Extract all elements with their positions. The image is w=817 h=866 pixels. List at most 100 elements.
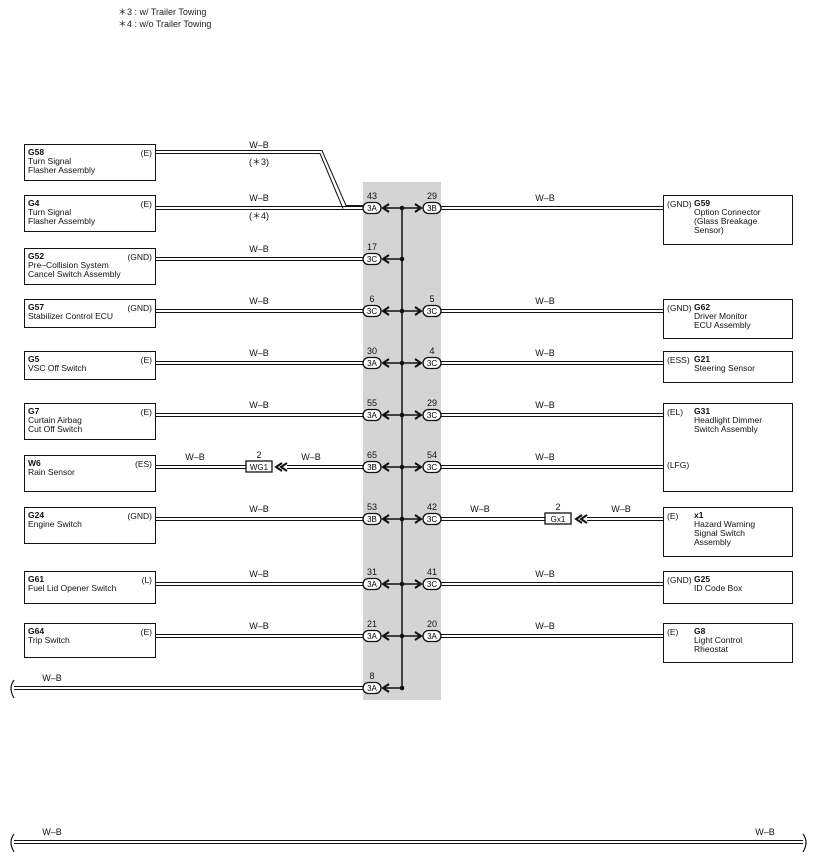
component-g64: G64 Trip Switch (E) [24, 623, 156, 658]
connector-left-3a-label: 3A [367, 411, 377, 420]
component-pin: (GND) [667, 199, 692, 209]
component-code: G7 [28, 406, 40, 416]
break-mark [802, 833, 807, 853]
wire-color-label: W–B [535, 400, 555, 410]
component-code: W6 [28, 458, 41, 468]
connector-left-3a-shape [362, 681, 382, 695]
wire-color-label: W–B [249, 244, 269, 254]
component-name: Light Control Rheostat [694, 635, 743, 654]
component-code: G52 [28, 251, 45, 261]
component-g8: (E) G8 Light Control Rheostat [663, 623, 793, 663]
connector-right-3c-label: 3C [427, 359, 437, 368]
connector-left-3a-label: 3A [367, 684, 377, 693]
component-name: Option Connector (Glass Breakage Sensor) [694, 207, 761, 235]
component-code: G25 [694, 574, 711, 584]
component-pin: (ES) [135, 459, 152, 469]
pin-number-left: 55 [367, 398, 377, 408]
component-name: Pre–Collision System Cancel Switch Assem… [28, 260, 121, 279]
arrow-right [414, 631, 423, 641]
arrow-left [274, 462, 283, 472]
wire-color-label: W–B [535, 296, 555, 306]
connector-left-3a-shape [362, 408, 382, 422]
connector-right-3c-label: 3C [427, 411, 437, 420]
arrow-right [414, 203, 423, 213]
pin-number-right: 41 [427, 567, 437, 577]
pin-number-right: 54 [427, 450, 437, 460]
connector-left-3a: 3A [362, 629, 382, 643]
arrow-right [414, 514, 423, 524]
inline-connector-label: WG1 [250, 463, 269, 472]
wire-color-label: W–B [535, 193, 555, 203]
wire-color-label: W–B [249, 348, 269, 358]
wires [10, 150, 807, 853]
wire-color-label: W–B [249, 400, 269, 410]
connector-left-3a: 3A [362, 577, 382, 591]
pin-number-right: 29 [427, 398, 437, 408]
component-name: Hazard Warning Signal Switch Assembly [694, 519, 756, 547]
pin-number-left: 65 [367, 450, 377, 460]
component-name: Turn Signal Flasher Assembly [28, 207, 96, 226]
component-g59: (GND) G59 Option Connector (Glass Breaka… [663, 195, 793, 245]
component-g58: G58 Turn Signal Flasher Assembly (E) [24, 144, 156, 181]
pin-number-left: 43 [367, 191, 377, 201]
component-g57: G57 Stabilizer Control ECU (GND) [24, 299, 156, 328]
component-g61: G61 Fuel Lid Opener Switch (L) [24, 571, 156, 604]
component-w6: W6 Rain Sensor (ES) [24, 455, 156, 492]
component-pin: (L) [141, 575, 152, 585]
connector-right-3b-label: 3B [427, 204, 437, 213]
wire-color-label: W–B [249, 140, 269, 150]
note-no-trailer-towing: ＊4 : w/o Trailer Towing [118, 19, 212, 29]
arrow-left [279, 462, 288, 472]
component-code: G24 [28, 510, 45, 520]
component-pin: (E) [667, 511, 679, 521]
option-label: (＊4) [249, 211, 269, 221]
connector-left-3a: 3A [362, 356, 382, 370]
arrow-right [414, 306, 423, 316]
component-pin: (GND) [127, 511, 152, 521]
component-g21: (ESS) G21 Steering Sensor [663, 351, 793, 383]
wire-color-label: W–B [301, 452, 321, 462]
inline-connector-wg1 [245, 460, 273, 473]
connector-left-3a: 3A [362, 408, 382, 422]
connector-left-3b: 3B [362, 512, 382, 526]
connector-right-3c-label: 3C [427, 515, 437, 524]
wire-color-label: W–B [249, 504, 269, 514]
component-code: G5 [28, 354, 40, 364]
arrow-right [414, 410, 423, 420]
component-pin: (EL) [667, 407, 684, 417]
arrow-left [381, 358, 390, 368]
connector-right-3c: 3C [422, 577, 442, 591]
connector-left-3a-label: 3A [367, 204, 377, 213]
component-name: Fuel Lid Opener Switch [28, 583, 117, 593]
arrow-right [414, 579, 423, 589]
arrow-right [414, 462, 423, 472]
wire-color-label: W–B [249, 193, 269, 203]
component-code: G4 [28, 198, 40, 208]
wire-g58 [156, 150, 363, 206]
connector-right-3c-shape [422, 356, 442, 370]
break-mark [10, 679, 15, 699]
component-pin: (ESS) [667, 355, 690, 365]
arrow-left [381, 203, 390, 213]
component-name: Steering Sensor [694, 363, 755, 373]
connector-left-3c-label: 3C [367, 255, 377, 264]
connector-left-3b-label: 3B [367, 515, 377, 524]
component-code: G58 [28, 147, 45, 157]
labels: 43176305565533121829542954424120W–BW–BW–… [42, 140, 775, 837]
inline-connector-label: Gx1 [551, 515, 566, 524]
wire-color-label: W–B [249, 621, 269, 631]
connector-left-3b-shape [362, 460, 382, 474]
component-pin: (E) [140, 355, 152, 365]
arrow-left [381, 462, 390, 472]
connector-left-3a-shape [362, 577, 382, 591]
pin-number-left: 6 [369, 294, 374, 304]
component-code: G61 [28, 574, 45, 584]
connector-right-3a-shape [422, 629, 442, 643]
component-g4: G4 Turn Signal Flasher Assembly (E) [24, 195, 156, 232]
connector-right-3a-label: 3A [427, 632, 437, 641]
connector-right-3c: 3C [422, 304, 442, 318]
component-pin-lfg: (LFG) [667, 460, 690, 470]
component-pin: (E) [140, 148, 152, 158]
component-code: G8 [694, 626, 706, 636]
